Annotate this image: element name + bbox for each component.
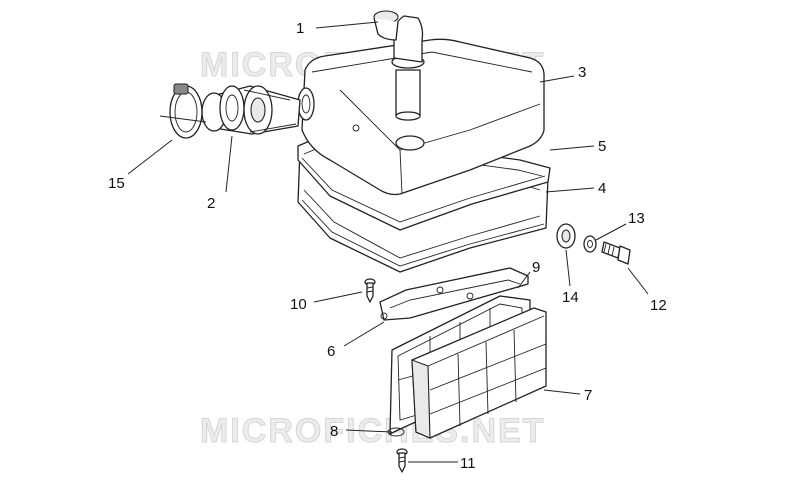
part-14-grommet — [556, 223, 576, 249]
callout-3: 3 — [578, 64, 586, 81]
callout-6: 6 — [327, 343, 335, 360]
callout-4: 4 — [598, 180, 606, 197]
callout-2: 2 — [207, 195, 215, 212]
callout-12: 12 — [650, 297, 667, 314]
callout-11: 11 — [460, 455, 476, 472]
part-10-screw — [364, 278, 376, 303]
part-15-hose-clamp — [159, 83, 207, 139]
callout-13: 13 — [628, 210, 645, 227]
callout-14: 14 — [562, 289, 579, 306]
callout-5: 5 — [598, 138, 606, 155]
part-1-breather-tube — [373, 10, 425, 121]
callout-10: 10 — [290, 296, 307, 313]
part-9-filter-seal — [379, 267, 529, 321]
watermark-bottom: MICROFICHES.NET — [200, 412, 545, 450]
callout-15: 15 — [108, 175, 125, 192]
callout-9: 9 — [532, 259, 540, 276]
callout-8: 8 — [330, 423, 338, 440]
part-12-bolt — [601, 241, 631, 265]
part-7-filter-element — [411, 307, 547, 439]
callout-1: 1 — [296, 20, 304, 37]
part-11-screw — [396, 448, 408, 473]
part-13-bushing — [583, 235, 597, 253]
part-2-intake-boot — [201, 85, 301, 135]
callout-labels: 1 2 3 4 5 6 7 8 9 10 11 12 13 14 15 — [108, 20, 667, 472]
part-3-airbox-housing — [297, 38, 545, 196]
callout-7: 7 — [584, 387, 592, 404]
leader-lines — [127, 21, 649, 463]
